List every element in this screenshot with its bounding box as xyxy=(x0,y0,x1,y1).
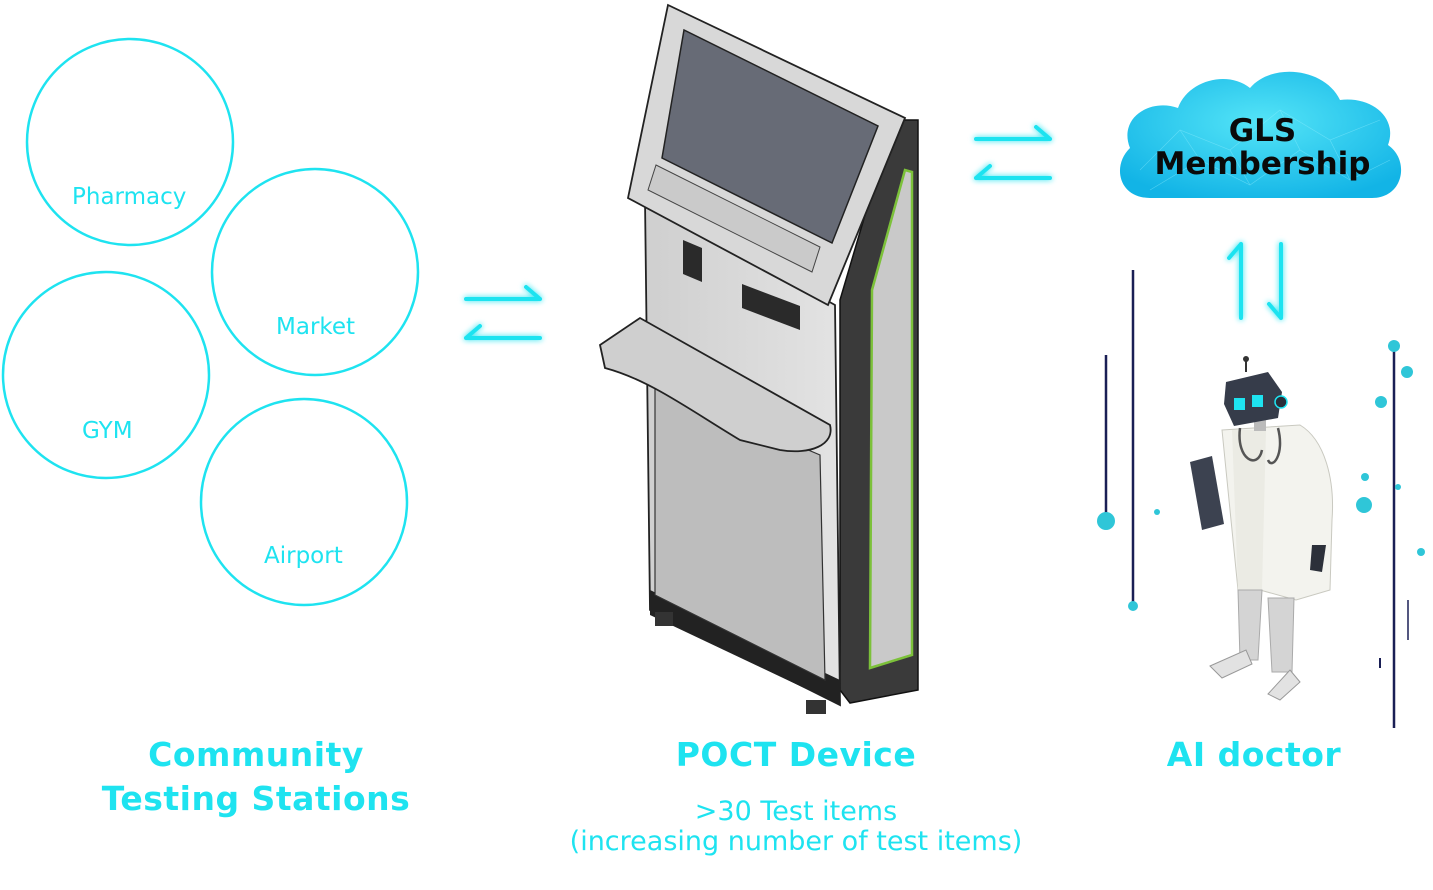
device-subtitle-line1: >30 Test items xyxy=(694,796,898,827)
exchange-arrows-left xyxy=(464,285,542,340)
station-label-pharmacy: Pharmacy xyxy=(72,184,187,210)
stations-heading-line1: Community xyxy=(148,735,364,774)
circle-airport xyxy=(199,397,409,607)
ai-doctor-heading: AI doctor xyxy=(1166,735,1342,774)
ai-doctor-illustration xyxy=(1097,270,1425,728)
device-subtitle: >30 Test items (increasing number of tes… xyxy=(540,797,1052,857)
cloud-label: GLS Membership xyxy=(1140,115,1385,181)
station-label-gym: GYM xyxy=(82,418,133,444)
poct-kiosk-illustration xyxy=(598,3,919,714)
circle-pharmacy xyxy=(25,37,235,247)
station-circles xyxy=(1,37,420,607)
circle-market xyxy=(210,167,420,377)
station-label-market: Market xyxy=(276,314,356,340)
cloud-shape xyxy=(1119,71,1402,198)
circle-gym xyxy=(1,270,211,480)
cloud-label-line2: Membership xyxy=(1154,146,1371,182)
stations-heading: Community Testing Stations xyxy=(80,733,432,821)
device-heading: POCT Device xyxy=(675,735,917,774)
stations-heading-line2: Testing Stations xyxy=(101,779,411,818)
device-subtitle-line2: (increasing number of test items) xyxy=(569,826,1023,857)
exchange-arrows-right xyxy=(974,125,1052,180)
cloud-label-line1: GLS xyxy=(1228,113,1297,149)
exchange-arrows-vertical xyxy=(1227,242,1283,320)
station-label-airport: Airport xyxy=(264,543,343,569)
